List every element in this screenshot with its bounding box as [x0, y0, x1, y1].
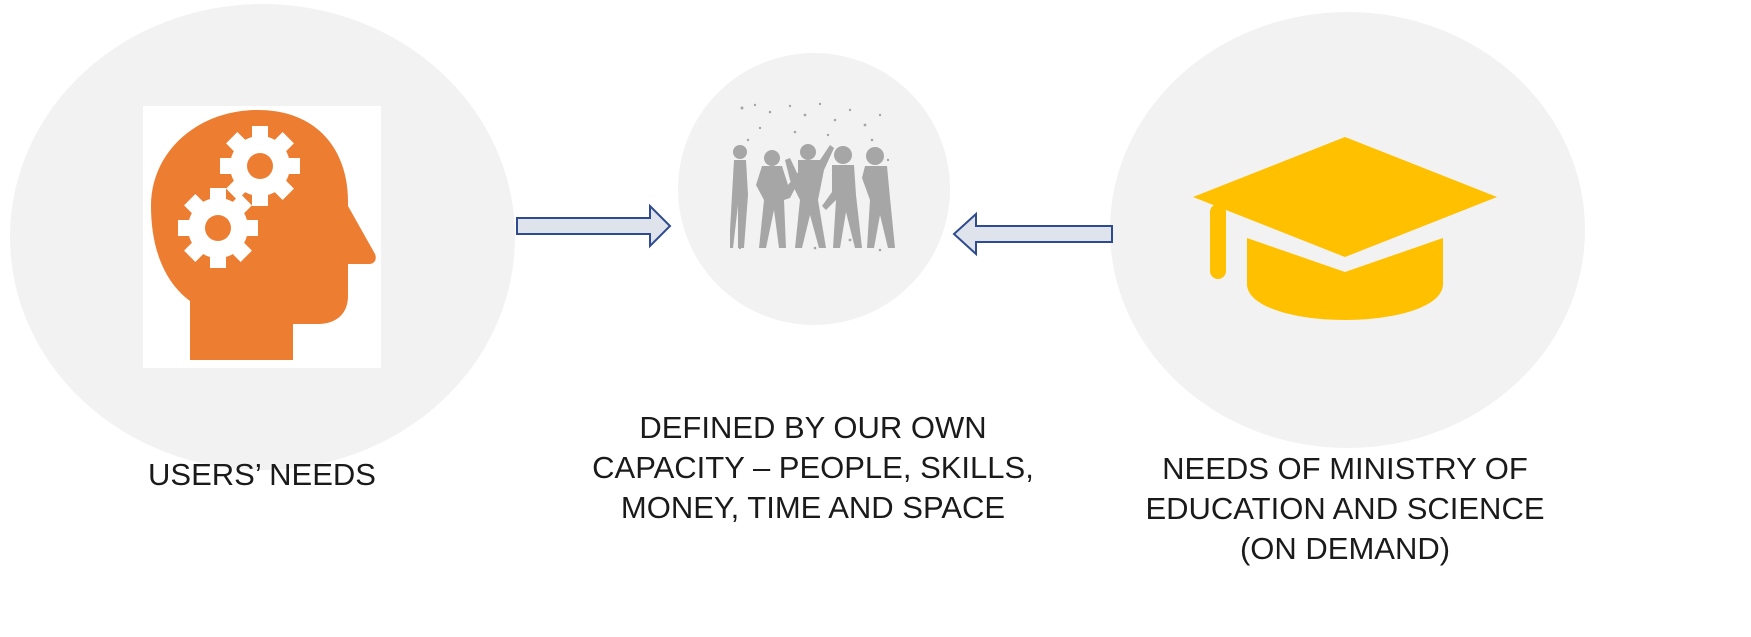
dancing-people-icon: [729, 100, 895, 255]
arrow-ministry-to-capacity: [950, 211, 1116, 257]
capacity-label: DEFINED BY OUR OWN CAPACITY – PEOPLE, SK…: [592, 410, 1034, 525]
graduation-cap-icon: [1185, 132, 1505, 327]
head-with-gears-icon: [143, 106, 381, 368]
arrow-users-to-capacity: [515, 203, 675, 249]
users-needs-label: USERS’ NEEDS: [148, 457, 376, 492]
ministry-needs-label: NEEDS OF MINISTRY OF EDUCATION AND SCIEN…: [1145, 451, 1545, 566]
